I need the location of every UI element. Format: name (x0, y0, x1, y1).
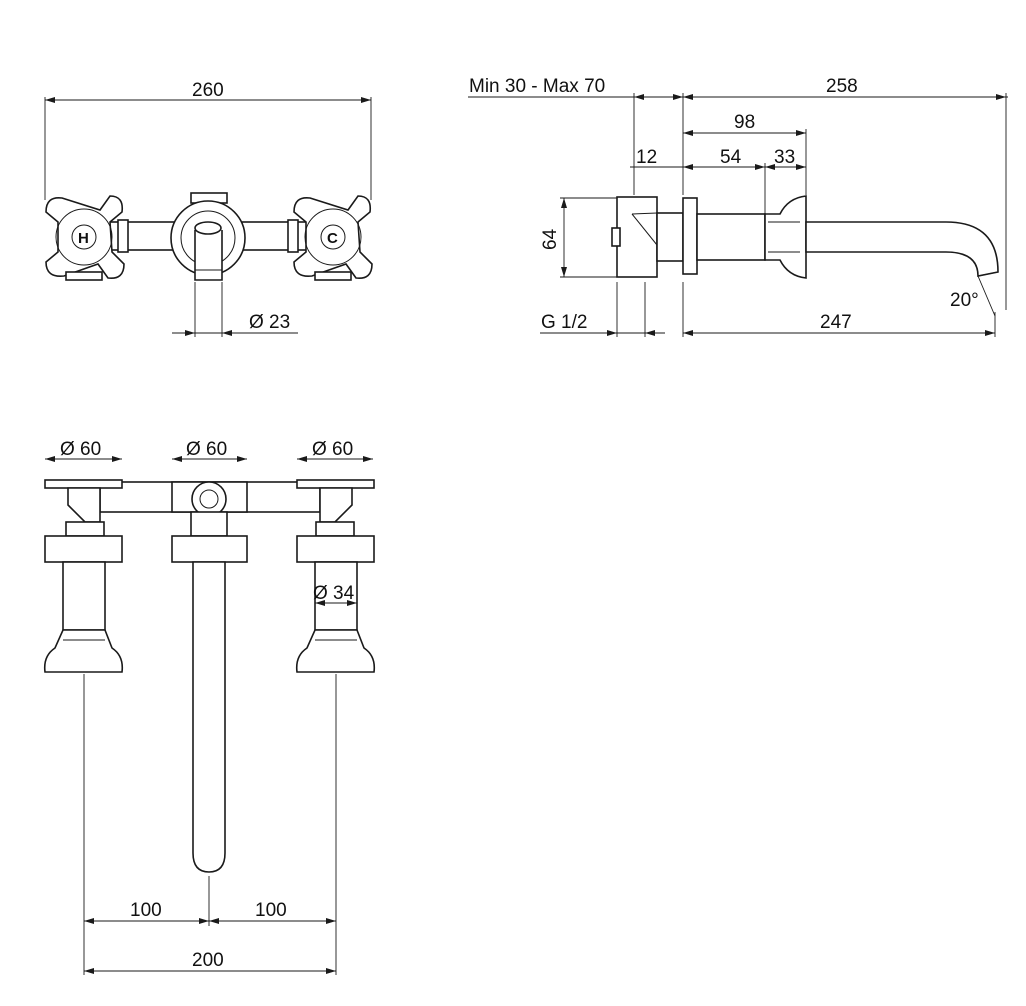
dim-247: 247 (820, 312, 852, 333)
dim-spout-diameter: Ø 23 (249, 312, 290, 333)
cold-handle: C (293, 195, 373, 281)
dim-total-spacing: 200 (192, 950, 224, 971)
dim-thread: G 1/2 (541, 312, 587, 333)
dim-height: 64 (540, 228, 561, 250)
cold-label: C (327, 230, 338, 247)
dim-wall-range: Min 30 - Max 70 (469, 76, 605, 97)
side-view: Min 30 - Max 70 258 98 12 54 33 64 (468, 76, 1008, 337)
dim-left-diameter: Ø 60 (60, 439, 101, 460)
hot-label: H (78, 230, 89, 247)
dim-right-spacing: 100 (255, 900, 287, 921)
dim-left-spacing: 100 (130, 900, 162, 921)
dim-total-length: 258 (826, 76, 858, 97)
dim-98: 98 (734, 112, 755, 133)
hot-handle: H (45, 195, 125, 281)
dim-right-diameter: Ø 60 (312, 439, 353, 460)
front-view: 260 H C (44, 80, 373, 337)
dim-center-diameter: Ø 60 (186, 439, 227, 460)
plan-view: Ø 60 Ø 60 Ø 60 (43, 439, 376, 975)
dim-33: 33 (774, 147, 795, 168)
dim-54: 54 (720, 147, 742, 168)
dim-overall-width: 260 (192, 80, 224, 101)
dim-angle: 20° (950, 290, 979, 311)
dim-stem-diameter: Ø 34 (313, 583, 355, 604)
dim-12: 12 (636, 147, 657, 168)
